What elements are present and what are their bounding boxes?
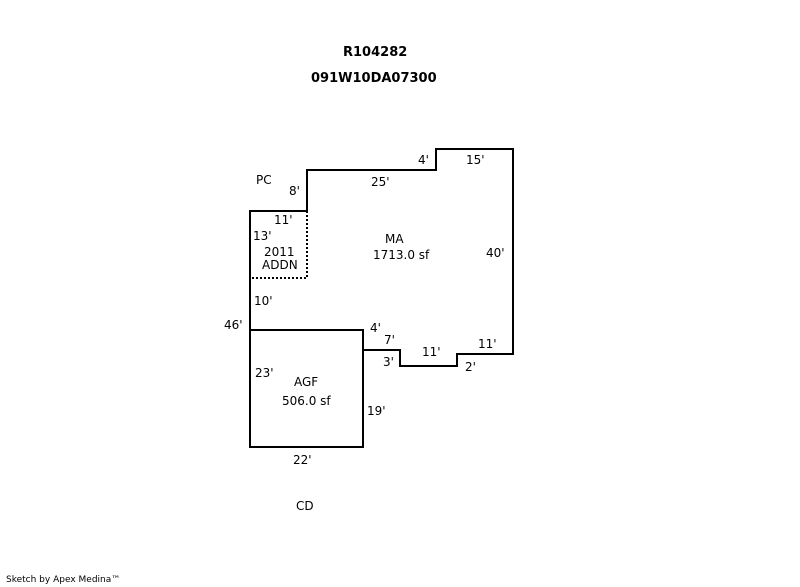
record-id: R104282 <box>343 45 408 60</box>
dim-garage-right: 19' <box>367 404 386 418</box>
parcel-id: 091W10DA07300 <box>311 71 437 86</box>
dim-left-step: 8' <box>289 184 300 198</box>
deck-label: CD <box>296 499 314 513</box>
dim-bottom-right: 11' <box>478 337 497 351</box>
dim-addn-top: 11' <box>274 213 293 227</box>
main-area-outline <box>249 148 514 367</box>
dim-left-total: 46' <box>224 318 243 332</box>
main-area-size: 1713.0 sf <box>373 248 430 262</box>
main-area-code: MA <box>385 232 404 246</box>
addition-label: ADDN <box>262 258 298 272</box>
dim-bottom-step: 2' <box>465 360 476 374</box>
dim-top-left-short: 4' <box>418 153 429 167</box>
garage-code: AGF <box>294 375 319 389</box>
dim-garage-left: 23' <box>255 366 274 380</box>
dim-notch-7: 7' <box>384 333 395 347</box>
addition-year: 2011 <box>264 245 295 259</box>
dim-garage-bottom: 22' <box>293 453 312 467</box>
dim-right-side: 40' <box>486 246 505 260</box>
garage-size: 506.0 sf <box>282 394 331 408</box>
dim-addn-side: 13' <box>253 229 272 243</box>
sketch-credit: Sketch by Apex Medina™ <box>6 575 121 585</box>
dim-top-right: 15' <box>466 153 485 167</box>
dim-left-mid: 10' <box>254 294 273 308</box>
dim-notch-4: 4' <box>370 321 381 335</box>
dim-bottom-mid: 11' <box>422 345 441 359</box>
dim-notch-3: 3' <box>383 355 394 369</box>
dim-top-middle: 25' <box>371 175 390 189</box>
porch-label: PC <box>256 173 272 187</box>
garage-outline <box>249 329 364 448</box>
